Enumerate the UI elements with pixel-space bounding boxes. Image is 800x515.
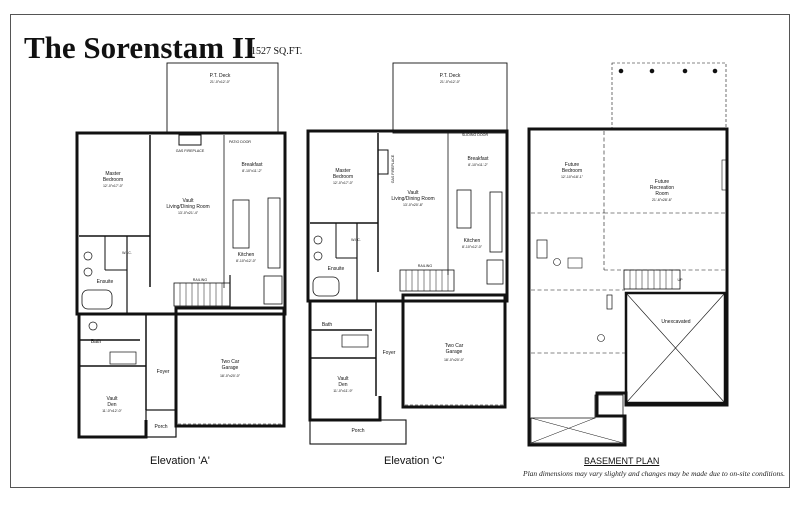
stair-up-label: UP — [678, 278, 684, 282]
deck-label-c: P.T. Deck — [440, 73, 461, 79]
railing-label-c: RAILING — [418, 264, 433, 268]
den-label2-c: Den — [338, 382, 347, 388]
plan-elevation-c — [306, 62, 509, 445]
recreation-label: Recreation — [650, 185, 674, 191]
master-dim-a: 12'-0"x17'-0" — [103, 184, 124, 188]
ensuite-label-a: Ensuite — [97, 279, 114, 285]
deck-dim-a: 21'-0"x12'-0" — [210, 80, 231, 84]
master-dim-c: 12'-0"x17'-0" — [333, 181, 354, 185]
master-label2-c: Bedroom — [333, 174, 353, 180]
living-dim-c: 13'-0"x20'-8" — [403, 203, 424, 207]
plan-basement — [527, 62, 729, 447]
caption-elevation-c: Elevation 'C' — [384, 455, 445, 467]
porch-label-c: Porch — [351, 428, 364, 434]
drawing-frame — [10, 14, 790, 488]
kitchen-label-c: Kitchen — [464, 238, 481, 244]
basement-bedroom-dim: 12'-10"x18'-1" — [561, 175, 584, 179]
basement-bedroom-label: Bedroom — [562, 168, 582, 174]
foyer-label-c: Foyer — [383, 350, 396, 356]
deck-label-a: P.T. Deck — [210, 73, 231, 79]
living-label-a: Living/Dining Room — [166, 204, 209, 210]
railing-label-a: RAILING — [193, 278, 208, 282]
kitchen-label-a: Kitchen — [238, 252, 255, 258]
breakfast-label-c: Breakfast — [467, 156, 489, 162]
garage-dim-c: 18'-0"x20'-0" — [444, 358, 465, 362]
breakfast-dim-a: 8'-10"x11'-2" — [242, 169, 263, 173]
garage-label2-c: Garage — [446, 349, 463, 355]
porch-label-a: Porch — [154, 424, 167, 430]
future-rec-label: Future — [655, 179, 670, 185]
recreation-dim: 21'-6"x28'-6" — [652, 198, 673, 202]
plan-elevation-a — [75, 62, 287, 439]
vault-label-c: Vault — [407, 190, 419, 196]
sliding-door-label: SLIDING DOOR — [462, 133, 489, 137]
bath-label-a: Bath — [91, 339, 102, 345]
garage-label-c: Two Car — [445, 343, 464, 349]
kitchen-dim-a: 8'-10"x12'-0" — [236, 259, 257, 263]
living-dim-a: 13'-0"x21'-4" — [178, 211, 199, 215]
bath-label-c: Bath — [322, 322, 333, 328]
ensuite-label-c: Ensuite — [328, 266, 345, 272]
foyer-label-a: Foyer — [157, 369, 170, 375]
square-footage: 1527 SQ.FT. — [251, 46, 303, 57]
garage-label-a: Two Car — [221, 359, 240, 365]
caption-basement: BASEMENT PLAN — [584, 456, 660, 466]
master-label-c: Master — [335, 168, 351, 174]
deck-dim-c: 21'-0"x12'-0" — [440, 80, 461, 84]
future-bedroom-label: Future — [565, 162, 580, 168]
disclaimer-note: Plan dimensions may vary slightly and ch… — [523, 469, 786, 478]
unexcavated-label: Unexcavated — [661, 319, 690, 325]
garage-label2-a: Garage — [222, 365, 239, 371]
caption-elevation-a: Elevation 'A' — [150, 455, 210, 467]
den-dim-c: 11'-0"x11'-9" — [333, 389, 353, 393]
wic-label-a: W.I.C. — [122, 251, 132, 255]
den-label-a: Vault — [106, 396, 118, 402]
garage-dim-a: 18'-0"x20'-0" — [220, 374, 241, 378]
breakfast-label-a: Breakfast — [241, 162, 263, 168]
wic-label-c: W.I.C. — [351, 238, 361, 242]
fireplace-label-c: GAS FIREPLACE — [391, 154, 395, 183]
plan-title: The Sorenstam II — [24, 30, 256, 65]
living-label-c: Living/Dining Room — [391, 196, 434, 202]
recreation-room-label: Room — [655, 191, 668, 197]
den-label2-a: Den — [107, 402, 116, 408]
master-label2-a: Bedroom — [103, 177, 123, 183]
vault-label-a: Vault — [182, 198, 194, 204]
patio-door-label: PATIO DOOR — [229, 140, 251, 144]
fireplace-label-a: GAS FIREPLACE — [176, 149, 205, 153]
den-dim-a: 11'-0"x12'-0" — [102, 409, 123, 413]
den-label-c: Vault — [337, 376, 349, 382]
breakfast-dim-c: 8'-10"x11'-2" — [468, 163, 489, 167]
kitchen-dim-c: 8'-10"x12'-0" — [462, 245, 483, 249]
master-label-a: Master — [105, 171, 121, 177]
